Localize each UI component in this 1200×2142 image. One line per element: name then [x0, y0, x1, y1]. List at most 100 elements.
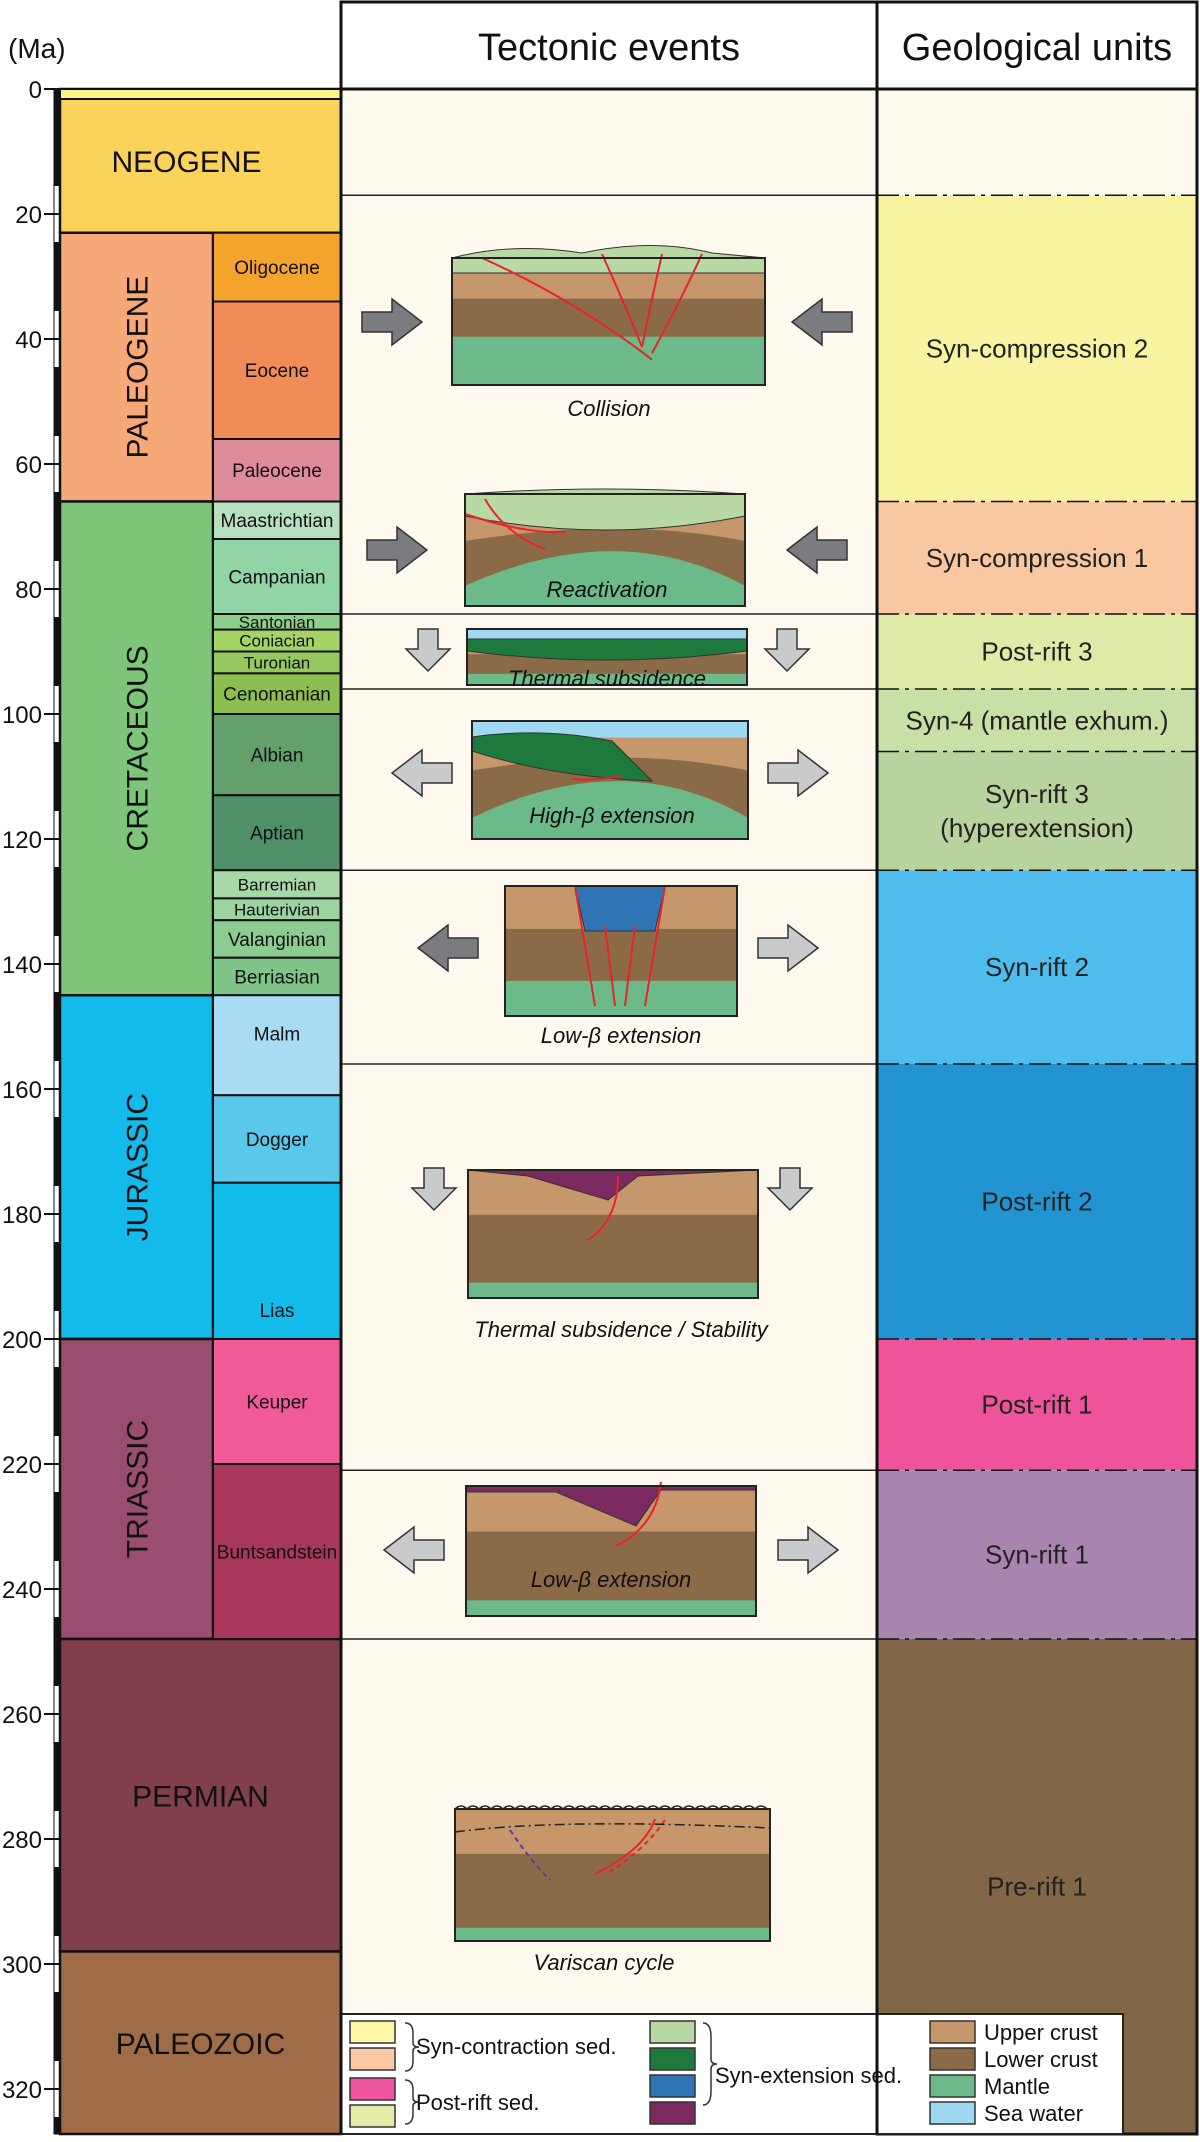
section-frame [464, 493, 746, 607]
section-frame [465, 1485, 757, 1617]
unit-post-rift-3 [877, 614, 1197, 689]
legend-swatch-extension-4 [649, 2101, 696, 2125]
event-label-thermal-subsidence: Thermal subsidence [508, 666, 706, 691]
legend-upper-crust-label: Upper crust [984, 2020, 1098, 2045]
legend-contraction-label: Syn-contraction sed. [416, 2034, 617, 2059]
axis-tick-label: 100 [2, 702, 42, 729]
arrow-lowbeta2-right [757, 923, 820, 973]
legend-brace-contraction [404, 2022, 420, 2072]
header-box-units [875, 0, 1199, 91]
period-label-permian: PERMIAN [132, 1780, 269, 1813]
variscan-dashed-fault-red [604, 1819, 666, 1876]
epoch-label-malm: Malm [254, 1024, 300, 1045]
unit-syn-rift-3-hyperextension [877, 751, 1197, 871]
epoch-label-turonian: Turonian [244, 654, 310, 673]
fault-line [587, 1175, 619, 1241]
epoch-column: OligoceneEocenePaleoceneMaastrichtianCam… [212, 231, 342, 1640]
legend-postrift-label: Post-rift sed. [416, 2090, 539, 2115]
period-paleozoic [58, 1950, 343, 2136]
epoch-label-valanginian: Valanginian [228, 930, 326, 951]
epoch-keuper [212, 1338, 342, 1465]
period-label-cretaceous: CRETACEOUS [122, 645, 155, 851]
unit-syn-compression-1 [877, 501, 1197, 614]
holocene-strip [59, 88, 342, 100]
upper-crust-layer [455, 1809, 770, 1854]
legend-swatch-sea-water [929, 2101, 976, 2125]
epoch-label-oligocene: Oligocene [234, 258, 320, 279]
legend-swatch-contraction-2 [349, 2047, 396, 2071]
fault-line [624, 925, 636, 1007]
epoch-dogger [212, 1094, 342, 1184]
fault-line [644, 885, 666, 1007]
period-label-paleozoic: PALEOZOIC [116, 2028, 285, 2061]
event-label-collision: Collision [567, 396, 650, 421]
fault-line [481, 257, 653, 361]
arrow-subsidence-right [763, 628, 811, 673]
fault-line [484, 498, 546, 550]
fault-line [651, 253, 703, 354]
unit-syn-rift-1 [877, 1470, 1197, 1639]
legend-swatch-postrift-2 [349, 2104, 396, 2128]
axis-tick-label: 80 [15, 577, 42, 604]
section-frame [504, 885, 738, 1017]
unit-label-syn-rift-1: Syn-rift 1 [985, 1540, 1089, 1570]
period-paleogene [58, 231, 215, 503]
legend-extension-label: Syn-extension sed. [715, 2063, 902, 2088]
event-label-low-extension: Low-β extension [541, 1023, 702, 1048]
fault-line [594, 1818, 656, 1875]
axis-tick-label: 120 [2, 827, 42, 854]
arrow-extension-left [390, 748, 453, 798]
legend: Syn-contraction sed. Post-rift sed. Syn-… [340, 2013, 1124, 2135]
legend-mantle-label: Mantle [984, 2074, 1050, 2099]
sediment-cover [574, 885, 666, 932]
epoch-eocene [212, 300, 342, 440]
epoch-label-campanian: Campanian [228, 567, 325, 588]
arrow-lowbeta1-left [382, 1525, 445, 1575]
header-box-tectonic [339, 0, 879, 91]
unit-label-syn-compression-1: Syn-compression 1 [926, 543, 1149, 573]
section-variscan [454, 1808, 771, 1942]
arrow-lowbeta2-left [416, 923, 479, 973]
epoch-campanian [212, 538, 342, 615]
period-label-paleogene: PALEOGENE [122, 276, 155, 459]
epoch-albian [212, 713, 342, 797]
section-thermal-subsidence [466, 628, 748, 686]
axis-tick-label: 180 [2, 1202, 42, 1229]
period-label-neogene: NEOGENE [111, 146, 261, 179]
arrow-compression-left [361, 297, 424, 347]
period-cretaceous [58, 500, 215, 997]
axis-tick-label: 320 [2, 2077, 42, 2104]
unit-syn-compression-2 [877, 195, 1197, 502]
legend-swatch-extension-2 [649, 2047, 696, 2071]
epoch-label-eocene: Eocene [245, 361, 309, 382]
fault-line [641, 253, 663, 348]
event-label-high-extension: High-β extension [529, 803, 694, 828]
period-label-triassic: TRIASSIC [122, 1420, 155, 1558]
axis-tick-label: 300 [2, 1952, 42, 1979]
event-label-low-extension: Low-β extension [531, 1567, 692, 1592]
epoch-buntsandstein [212, 1463, 342, 1640]
unit-label-pre-rift-1: Pre-rift 1 [987, 1872, 1087, 1902]
legend-swatch-postrift-1 [349, 2077, 396, 2101]
epoch-label-hauterivian: Hauterivian [234, 900, 320, 919]
legend-swatch-extension-1 [649, 2020, 696, 2044]
fault-line [604, 925, 616, 1007]
period-label-jurassic: JURASSIC [122, 1093, 155, 1241]
arrow-subsidence-left [404, 628, 452, 673]
legend-swatch-contraction-1 [349, 2020, 396, 2044]
arrow-extension-right [767, 748, 830, 798]
tectonic-panel [341, 89, 877, 2130]
epoch-oligocene [212, 231, 342, 303]
epoch-label-santonian: Santonian [239, 613, 316, 632]
header-geological-units: Geological units [902, 27, 1172, 69]
axis-tick-label: 220 [2, 1452, 42, 1479]
sediment-cover [471, 732, 654, 782]
axis-tick-label: 160 [2, 1077, 42, 1104]
unit-label-syn-rift-2: Syn-rift 2 [985, 952, 1089, 982]
fault-line [574, 885, 596, 1007]
section-low-beta-extension-2 [504, 885, 738, 1017]
section-frame [471, 720, 749, 840]
epoch-label-albian: Albian [251, 745, 304, 766]
